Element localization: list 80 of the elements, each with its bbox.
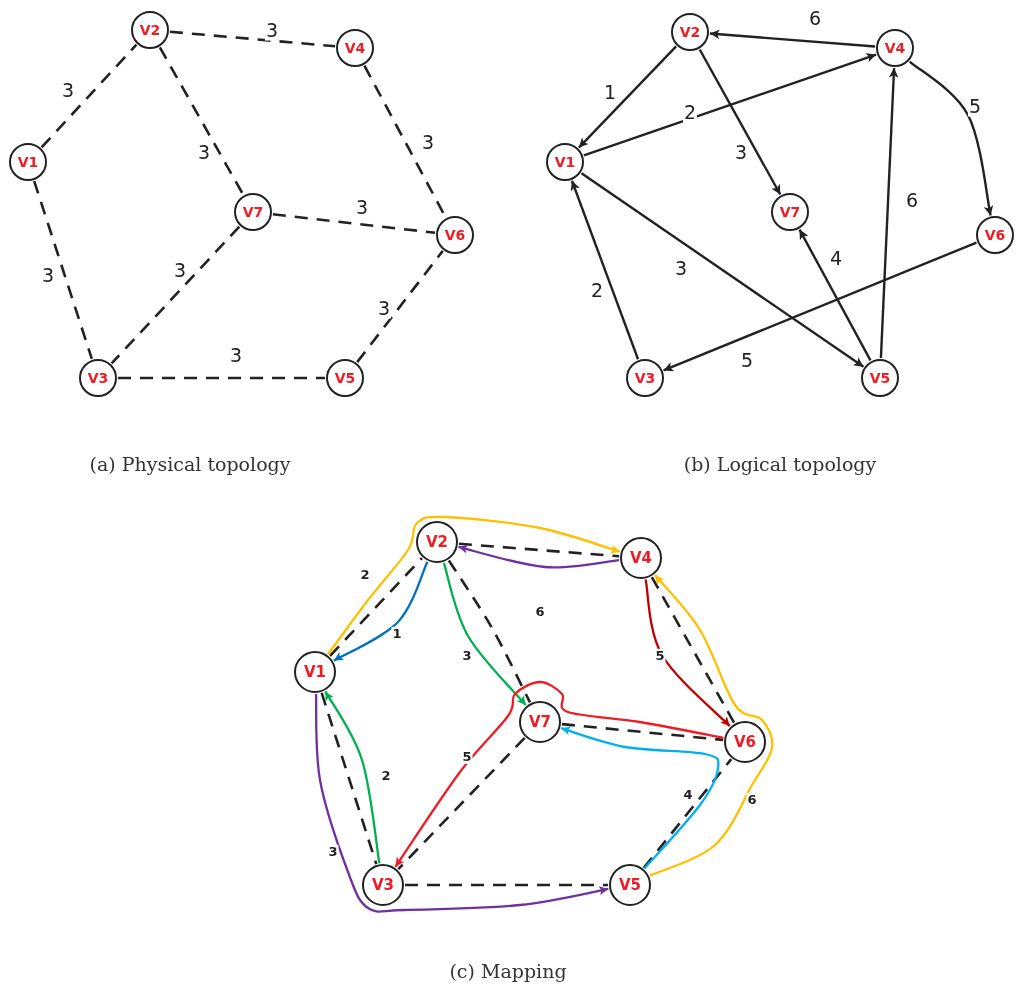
node-circle <box>724 721 766 763</box>
arrow <box>698 48 782 196</box>
link-line <box>458 542 620 558</box>
node-label: V1 <box>303 664 326 680</box>
node-label: V7 <box>242 205 264 219</box>
node-label: V4 <box>884 41 906 55</box>
link-line <box>158 46 245 196</box>
link-line <box>272 212 436 235</box>
link-line <box>169 30 336 48</box>
node-circle <box>876 29 914 67</box>
arrow <box>570 180 640 360</box>
node-label: V1 <box>17 155 39 169</box>
node-circle <box>131 11 169 49</box>
node-circle <box>546 143 584 181</box>
edge-label: 5 <box>654 648 666 664</box>
node-label: V6 <box>444 228 466 242</box>
link-line <box>110 225 241 365</box>
node-circle <box>976 216 1014 254</box>
subfigure-caption: (a) Physical topology <box>89 453 291 475</box>
arrow <box>879 67 899 359</box>
node-label: V1 <box>554 155 576 169</box>
node-label: V2 <box>679 25 701 39</box>
node-label: V3 <box>634 371 656 385</box>
node-circle <box>416 521 458 563</box>
node-circle <box>234 193 272 231</box>
node-label: V5 <box>618 877 641 893</box>
node-label: V5 <box>869 371 891 385</box>
link-line <box>650 576 736 724</box>
link-line <box>118 376 325 380</box>
arrow <box>798 229 872 361</box>
link-line <box>561 722 724 742</box>
node-label: V3 <box>87 371 109 385</box>
node-circle <box>362 864 404 906</box>
node-circle <box>326 359 364 397</box>
link-line <box>40 43 138 149</box>
arrow <box>314 693 609 913</box>
link-line <box>405 883 608 887</box>
arrow <box>458 544 620 569</box>
node-label: V6 <box>733 734 756 750</box>
node-circle <box>436 216 474 254</box>
arrow <box>644 579 731 727</box>
node-label: V3 <box>371 877 394 893</box>
node-circle <box>620 537 662 579</box>
arrow <box>663 241 977 372</box>
node-circle <box>861 359 899 397</box>
node-circle <box>671 13 709 51</box>
node-circle <box>336 29 374 67</box>
node-label: V5 <box>334 371 356 385</box>
arrow <box>709 29 876 48</box>
node-circle <box>9 143 47 181</box>
node-label: V4 <box>344 41 366 55</box>
node-circle <box>626 359 664 397</box>
link-line <box>397 736 526 871</box>
node-circle <box>519 701 561 743</box>
node-circle <box>609 864 651 906</box>
arrow <box>333 561 429 662</box>
arrow <box>583 53 877 157</box>
arrow <box>908 60 994 216</box>
node-label: V2 <box>139 23 161 37</box>
node-label: V7 <box>528 714 551 730</box>
node-label: V6 <box>984 228 1006 242</box>
arrow <box>560 726 720 870</box>
link-line <box>32 180 94 360</box>
arrow <box>578 45 677 149</box>
node-circle <box>294 651 336 693</box>
arrow <box>394 680 724 868</box>
node-circle <box>771 193 809 231</box>
subfigure-caption: (b) Logical topology <box>683 453 877 475</box>
arrow <box>580 172 865 368</box>
node-label: V4 <box>629 550 652 566</box>
node-label: V7 <box>779 205 801 219</box>
link-line <box>356 250 444 363</box>
arrow <box>327 515 621 655</box>
node-label: V2 <box>425 534 448 550</box>
arrow <box>649 574 774 877</box>
subfigure-caption: (c) Mapping <box>449 960 567 982</box>
link-line <box>329 557 423 657</box>
edge-label: 5 <box>461 749 473 765</box>
link-line <box>642 758 733 869</box>
node-circle <box>79 359 117 397</box>
